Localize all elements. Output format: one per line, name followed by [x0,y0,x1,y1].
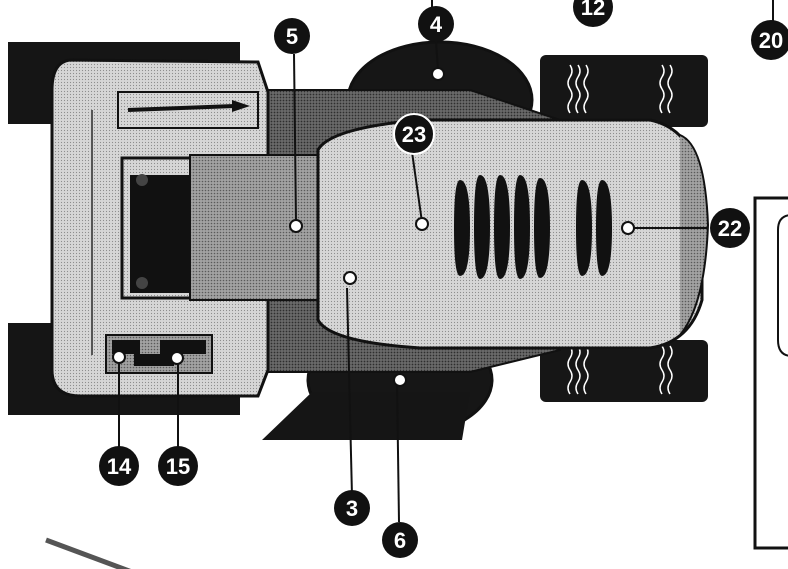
callout-6-label: 6 [394,528,406,553]
callout-15: 15 [158,446,198,486]
callout-23-label: 23 [402,122,426,147]
callout-14-label: 14 [107,454,132,479]
callout-22: 22 [710,208,750,248]
hood-grille [454,175,612,279]
callout-5-label: 5 [286,24,298,49]
side-panel [753,196,788,550]
callout-12-label: 12 [581,0,605,20]
rear-hitch-lever [117,91,259,129]
location-markers [112,67,635,387]
front-tires [540,55,708,402]
front-top-tire [540,55,708,127]
hood [316,118,704,350]
callout-22-label: 22 [718,216,742,241]
tow-rod [45,537,132,569]
seat-cutout [130,175,200,293]
callout-23: 23 [393,113,435,155]
callout-4-label: 4 [430,12,443,37]
callout-15-label: 15 [166,454,190,479]
callout-6: 6 [382,522,418,558]
callout-3-label: 3 [346,496,358,521]
callout-12: 12 [573,0,613,27]
front-bottom-tire [540,340,708,402]
callout-4: 4 [418,6,454,42]
deck-discharge-chute [262,392,470,440]
callout-14: 14 [99,446,139,486]
callout-20-label: 20 [759,28,783,53]
callout-20: 20 [751,20,788,60]
callout-5: 5 [274,18,310,54]
leader-lines [118,0,774,523]
callout-3: 3 [334,490,370,526]
